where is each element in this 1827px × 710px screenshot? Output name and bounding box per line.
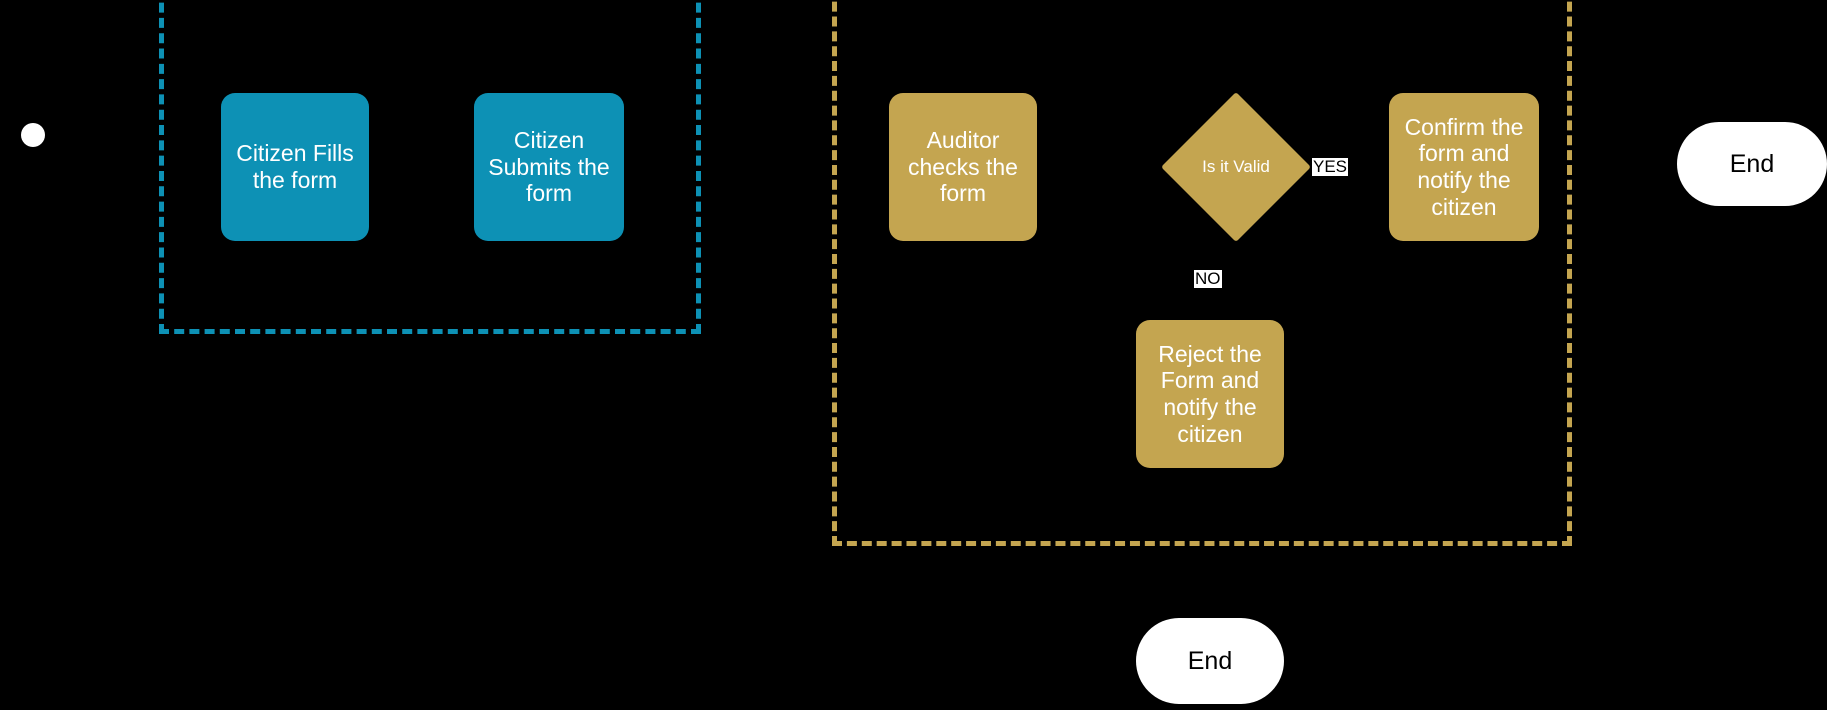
- node-auditor-checks-the-form[interactable]: Auditor checks the form: [889, 93, 1037, 241]
- node-reject-the-form-and-notify-the-citizen[interactable]: Reject the Form and notify the citizen: [1136, 320, 1284, 468]
- node-confirm-the-form-and-notify-the-citizen[interactable]: Confirm the form and notify the citizen: [1389, 93, 1539, 241]
- edge-label-yes: YES: [1312, 157, 1349, 176]
- end-node-bottom[interactable]: End: [1136, 618, 1284, 704]
- node-is-it-valid-decision[interactable]: Is it Valid: [1161, 92, 1311, 242]
- node-citizen-submits-the-form[interactable]: Citizen Submits the form: [474, 93, 624, 241]
- node-citizen-fills-the-form[interactable]: Citizen Fills the form: [221, 93, 369, 241]
- end-node-right[interactable]: End: [1677, 122, 1827, 206]
- citizen-lane-container: [159, 0, 701, 334]
- start-node[interactable]: [21, 123, 45, 147]
- edge-label-no: NO: [1194, 269, 1222, 288]
- decision-label: Is it Valid: [1202, 157, 1270, 176]
- auditor-lane-container: [832, 0, 1572, 546]
